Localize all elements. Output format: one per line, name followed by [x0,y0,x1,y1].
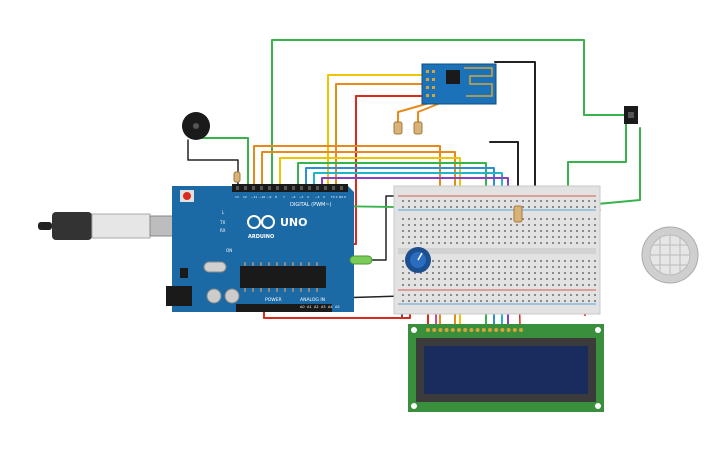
digital-pin-12: 12 [243,195,247,199]
green-resistor-icon [349,255,373,265]
reset-button-icon [183,192,191,200]
arduino-model-label: UNO [280,216,308,229]
digital-pin-9: ~9 [267,195,272,199]
arduino-logo-icon [247,215,275,229]
digital-pin-6: ~6 [291,195,296,199]
microcontroller-chip [240,266,326,288]
resistor-icon [233,121,423,183]
wire-black-esp [494,61,536,191]
power-jack-icon [166,286,192,306]
lcd-screen [424,346,588,394]
digital-pin-2: 2 [323,195,325,199]
digital-label: DIGITAL (PWM~) [290,202,332,208]
pushbutton-icon [624,106,638,124]
digital-pin-5: ~5 [299,195,304,199]
usb-cable-icon [38,212,179,240]
analog-pin-a3: A3 [321,305,326,309]
digital-pin-8: 8 [275,195,277,199]
digital-pin-10: ~10 [259,195,265,199]
digital-pin-4: 4 [307,195,309,199]
arduino-brand-label: ARDUINO [248,234,274,240]
analog-pin-a5: A5 [335,305,340,309]
lcd-icon [408,324,604,412]
rx-label: RX [220,228,226,233]
digital-pin-0: RX 0 [339,195,346,199]
wifi-module-icon [421,63,497,105]
analog-pin-a4: A4 [328,305,333,309]
analog-pin-a0: A0 [300,305,305,309]
buzzer-icon [182,112,210,140]
wire-black-esp2 [489,141,519,191]
wire-green-buzzer [199,137,249,189]
l-label: L [222,210,225,215]
bb-resistor-icon [513,205,523,223]
digital-pin-13: 13 [235,195,239,199]
digital-pin-11: ~11 [251,195,257,199]
wire-orange-esp [335,83,441,189]
power-label: POWER [265,297,282,303]
wire-red-esp [355,95,441,189]
digital-pin-7: 7 [283,195,285,199]
breadboard-icon [393,185,601,315]
potentiometer-icon [405,247,431,273]
wire-yellow-esp [327,74,441,189]
wire-black-buzzer [187,139,239,189]
digital-pin-3: ~3 [315,195,320,199]
digital-pin-1: TX 1 [330,195,338,199]
wire-green-btn [567,121,627,197]
tx-label: TX [219,220,225,225]
analog-label: ANALOG IN [300,297,325,303]
on-label: ON [226,248,232,253]
wire-green-top [271,39,627,189]
analog-pin-a2: A2 [314,305,319,309]
gas-sensor-icon [641,226,699,284]
analog-pin-a1: A1 [307,305,312,309]
arduino-uno-board: UNO ARDUINO DIGITAL (PWM~) POWER ANALOG … [166,184,354,312]
